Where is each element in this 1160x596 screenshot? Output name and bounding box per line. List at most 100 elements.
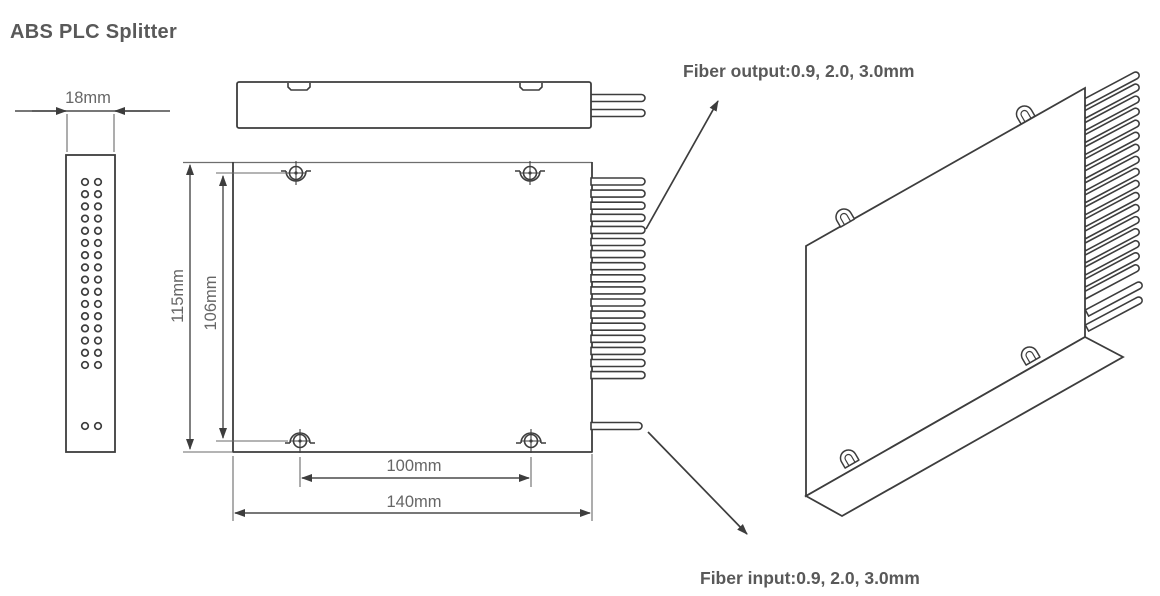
iso-output-fiber bbox=[1081, 95, 1140, 132]
top-view bbox=[236, 81, 646, 129]
iso-output-fiber bbox=[1081, 239, 1140, 276]
side-port-icon bbox=[93, 263, 103, 272]
side-port-icon bbox=[80, 251, 90, 260]
side-port-icon bbox=[93, 324, 103, 333]
output-fiber bbox=[590, 346, 646, 356]
fiber-output-arrow-icon bbox=[645, 100, 719, 230]
iso-clamp-icon bbox=[1015, 105, 1036, 125]
fiber-input-arrow-icon bbox=[647, 431, 748, 535]
iso-view bbox=[804, 71, 1143, 518]
output-fiber bbox=[590, 177, 646, 186]
input-fiber bbox=[590, 421, 643, 431]
iso-output-fiber bbox=[1081, 167, 1140, 204]
output-fiber bbox=[590, 358, 646, 368]
output-fiber bbox=[590, 310, 646, 319]
front-view-outline bbox=[232, 162, 593, 453]
side-view: 18mm bbox=[15, 89, 170, 453]
iso-output-fiber bbox=[1081, 119, 1140, 156]
dimension-100mm: 100mm bbox=[299, 457, 532, 487]
iso-output-fiber bbox=[1081, 252, 1140, 288]
iso-output-fiber bbox=[1081, 83, 1140, 120]
side-port-icon bbox=[93, 202, 103, 211]
iso-output-fiber bbox=[1081, 191, 1140, 228]
output-fiber bbox=[590, 370, 646, 380]
dimension-label: 100mm bbox=[386, 457, 441, 475]
output-fiber bbox=[590, 322, 646, 332]
fiber-output-label: Fiber output:0.9, 2.0, 3.0mm bbox=[683, 61, 914, 81]
output-fiber bbox=[590, 225, 646, 235]
iso-clamp-icon bbox=[835, 208, 856, 228]
side-port-icon bbox=[80, 177, 90, 187]
iso-output-fiber bbox=[1081, 215, 1140, 252]
iso-output-fibers bbox=[1081, 71, 1140, 300]
side-port-icon bbox=[93, 251, 103, 260]
iso-output-fiber bbox=[1081, 227, 1140, 264]
iso-bottom-face bbox=[804, 335, 1125, 518]
dimension-label: 115mm bbox=[169, 269, 187, 323]
fiber-input-label: Fiber input:0.9, 2.0, 3.0mm bbox=[700, 568, 920, 588]
side-port-icon bbox=[93, 238, 103, 248]
front-view: 115mm 106mm 100mm 140mm bbox=[169, 161, 646, 521]
iso-output-fiber bbox=[1081, 143, 1140, 180]
dimension-label: 106mm bbox=[202, 275, 220, 330]
mount-hole-icon bbox=[515, 161, 545, 185]
mount-hole-icon bbox=[281, 161, 311, 185]
dimension-106mm: 106mm bbox=[202, 172, 288, 442]
mount-hole-icon bbox=[516, 429, 546, 453]
side-port-icon bbox=[80, 190, 90, 199]
extension-lines bbox=[232, 454, 593, 521]
side-port-icon bbox=[93, 177, 103, 187]
iso-clamp-icon bbox=[1020, 346, 1041, 366]
side-port-icon bbox=[80, 214, 90, 223]
output-fiber bbox=[590, 286, 646, 295]
iso-output-fiber bbox=[1081, 264, 1140, 300]
side-port-icon bbox=[80, 348, 90, 357]
output-fiber bbox=[590, 201, 646, 210]
side-port-icon bbox=[93, 421, 103, 431]
side-port-icon bbox=[93, 214, 103, 223]
dimension-115mm: 115mm bbox=[169, 164, 232, 453]
iso-output-fiber bbox=[1081, 107, 1140, 144]
top-view-body bbox=[236, 81, 592, 129]
side-port-icon bbox=[80, 421, 90, 431]
output-fiber bbox=[590, 189, 646, 198]
side-port-icon bbox=[93, 287, 103, 296]
dimension-140mm: 140mm bbox=[232, 454, 593, 521]
side-port-icon bbox=[80, 238, 90, 248]
annotations: Fiber output:0.9, 2.0, 3.0mm Fiber input… bbox=[645, 61, 920, 588]
side-port-icon bbox=[80, 299, 90, 309]
iso-output-fiber bbox=[1081, 203, 1140, 240]
output-fiber bbox=[590, 261, 646, 271]
iso-output-fiber bbox=[1081, 131, 1140, 168]
top-view-notch bbox=[287, 83, 311, 91]
top-view-fibers bbox=[589, 93, 646, 118]
iso-output-fiber bbox=[1081, 155, 1140, 192]
dimension-18mm: 18mm bbox=[15, 89, 170, 152]
top-view-notch bbox=[519, 83, 543, 91]
output-fiber bbox=[590, 213, 646, 223]
side-port-icon bbox=[93, 312, 103, 321]
dimension-label: 140mm bbox=[386, 493, 441, 511]
iso-input-fibers bbox=[1084, 281, 1143, 333]
iso-clamps bbox=[835, 105, 1041, 469]
side-view-ports bbox=[80, 177, 103, 431]
iso-output-fiber bbox=[1081, 71, 1140, 108]
side-port-icon bbox=[80, 324, 90, 333]
mount-hole-icon bbox=[285, 429, 315, 453]
extension-lines bbox=[66, 114, 115, 152]
side-port-icon bbox=[93, 336, 103, 345]
iso-clamp-icon bbox=[839, 449, 860, 469]
dimension-label: 18mm bbox=[65, 89, 111, 107]
side-view-body bbox=[65, 154, 116, 453]
side-port-icon bbox=[93, 348, 103, 357]
extension-lines bbox=[216, 172, 288, 442]
output-fiber bbox=[590, 249, 646, 259]
side-port-icon bbox=[80, 202, 90, 211]
iso-input-fiber bbox=[1084, 296, 1143, 333]
top-view-fiber bbox=[589, 108, 646, 118]
output-fiber bbox=[590, 334, 646, 344]
side-port-icon bbox=[93, 226, 103, 235]
iso-output-fiber bbox=[1081, 179, 1140, 216]
